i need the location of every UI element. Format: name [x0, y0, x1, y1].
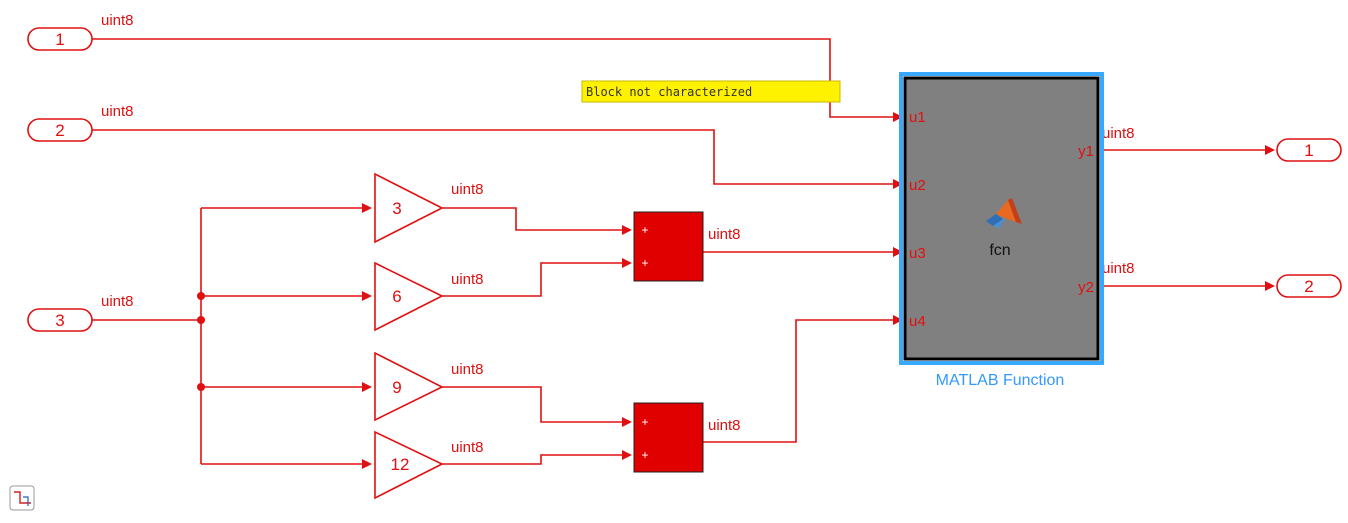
signal-label-gain3: uint8 [451, 181, 484, 198]
inport-2[interactable]: 2 [27, 118, 93, 142]
mf-output-y1: y1 [1078, 143, 1094, 160]
matlab-function-block[interactable]: u1 u2 u3 u4 y1 y2 fcn MATLAB Function [899, 72, 1104, 389]
outport-2[interactable]: 2 [1276, 274, 1342, 298]
gain-value-3: 3 [392, 199, 401, 218]
signal-label-sum1: uint8 [708, 226, 741, 243]
tooltip-text: Block not characterized [586, 85, 752, 99]
matlab-logo-icon [986, 198, 1022, 228]
signal-label-gain9: uint8 [451, 361, 484, 378]
signal-label-inport2: uint8 [101, 103, 134, 120]
inport-1-number: 1 [55, 30, 64, 49]
wire-arrowheads [362, 112, 1275, 469]
gain-block-3[interactable]: 3 [374, 172, 444, 244]
outport-1[interactable]: 1 [1276, 138, 1342, 162]
gain-value-9: 9 [392, 378, 401, 397]
junction-dot [197, 316, 205, 324]
wire-gain6-sum1[interactable] [442, 262, 622, 297]
signal-label-sum2: uint8 [708, 417, 741, 434]
signal-type-labels: uint8 uint8 uint8 uint8 uint8 uint8 uint… [101, 12, 1135, 456]
gain-value-12: 12 [391, 455, 410, 474]
signal-label-y1: uint8 [1102, 125, 1135, 142]
block-not-characterized-tooltip: Block not characterized [581, 80, 841, 103]
model-browser-toggle-button[interactable] [9, 485, 35, 511]
sum1-sign-1: + [641, 223, 648, 237]
junction-dot [197, 292, 205, 300]
signal-label-inport3: uint8 [101, 293, 134, 310]
wire-sum2-u4[interactable] [703, 319, 895, 443]
inport-1[interactable]: 1 [27, 27, 93, 51]
wire-gain3-sum1[interactable] [442, 207, 622, 231]
sum-block-1[interactable]: + + [633, 211, 704, 282]
mf-output-y2: y2 [1078, 279, 1094, 296]
wire-inport1-u1[interactable] [92, 38, 895, 118]
signal-label-inport1: uint8 [101, 12, 134, 29]
mf-input-u3: u3 [909, 245, 926, 262]
signal-label-gain12: uint8 [451, 439, 484, 456]
gain-block-9[interactable]: 9 [374, 351, 444, 422]
mf-caption: MATLAB Function [936, 372, 1065, 389]
inport-3-number: 3 [55, 311, 64, 330]
mf-input-u1: u1 [909, 109, 926, 126]
wire-inport2-u2[interactable] [92, 129, 895, 185]
signal-label-y2: uint8 [1102, 260, 1135, 277]
wire-gain9-sum2[interactable] [442, 386, 622, 423]
gain-block-6[interactable]: 6 [374, 261, 444, 332]
sum2-sign-1: + [641, 415, 648, 429]
sum-block-2[interactable]: + + [633, 402, 704, 473]
outport-1-number: 1 [1304, 141, 1313, 160]
mf-function-name: fcn [989, 242, 1010, 259]
gain-value-6: 6 [392, 287, 401, 306]
inport-2-number: 2 [55, 121, 64, 140]
outport-2-number: 2 [1304, 277, 1313, 296]
sum1-sign-2: + [641, 256, 648, 270]
gain-block-12[interactable]: 12 [374, 430, 444, 500]
mf-input-u2: u2 [909, 177, 926, 194]
step-icon [14, 491, 31, 506]
wire-gain12-sum2[interactable] [442, 454, 622, 465]
mf-input-u4: u4 [909, 313, 926, 330]
junction-dot [197, 383, 205, 391]
signal-wires [92, 38, 1265, 465]
signal-label-gain6: uint8 [451, 271, 484, 288]
inport-3[interactable]: 3 [27, 308, 93, 332]
branch-junctions [197, 292, 205, 391]
sum2-sign-2: + [641, 448, 648, 462]
